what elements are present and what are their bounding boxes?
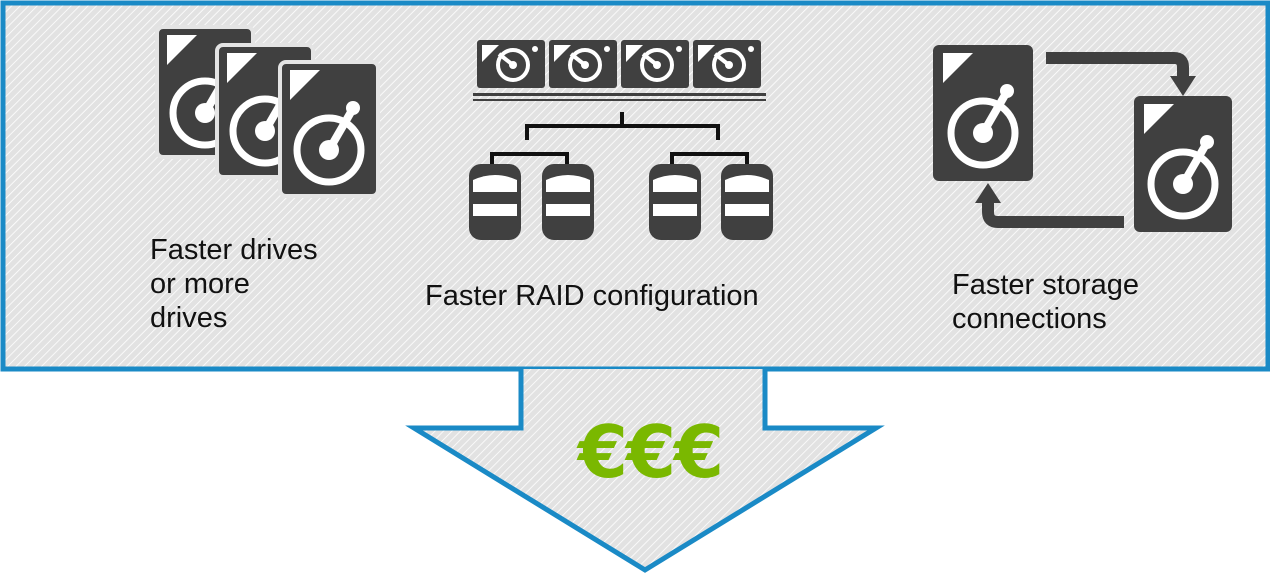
option-storage-line2: connections	[952, 303, 1107, 335]
hard-drives-stack-icon	[155, 25, 380, 198]
raid-tree-connector	[490, 112, 749, 166]
arrowhead-icon	[1170, 76, 1196, 96]
option-drives-line2: or more	[150, 268, 250, 300]
cost-arrow	[405, 369, 885, 573]
database-icon	[649, 164, 701, 240]
arrowhead-icon	[975, 183, 1001, 203]
cost-label: €€€	[577, 410, 724, 494]
option-storage-line1: Faster storage	[952, 269, 1139, 301]
option-drives-label: Faster drives or more drives	[150, 233, 318, 335]
raid-base-line	[473, 99, 766, 101]
option-storage-label: Faster storage connections	[952, 268, 1139, 336]
database-icon	[542, 164, 594, 240]
small-drive-icon	[477, 40, 545, 88]
hard-drive-icon	[933, 45, 1033, 181]
small-drive-icon	[693, 40, 761, 88]
raid-base-line	[473, 93, 766, 96]
small-drive-icon	[549, 40, 617, 88]
option-raid-line1: Faster RAID configuration	[425, 280, 759, 312]
database-icon	[721, 164, 773, 240]
option-drives-line1: Faster drives	[150, 234, 318, 266]
arrow-right-down-icon	[1046, 52, 1189, 78]
storage-connection-icon	[933, 45, 1232, 232]
option-drives-line3: drives	[150, 302, 228, 334]
raid-drive-row	[477, 40, 761, 88]
small-drive-icon	[621, 40, 689, 88]
arrow-left-up-icon	[982, 200, 1124, 228]
hard-drive-icon	[1134, 96, 1232, 232]
raid-array-icon	[469, 40, 773, 240]
option-raid-label: Faster RAID configuration	[425, 279, 759, 313]
database-icon	[469, 164, 521, 240]
hard-drive-icon	[278, 60, 380, 198]
